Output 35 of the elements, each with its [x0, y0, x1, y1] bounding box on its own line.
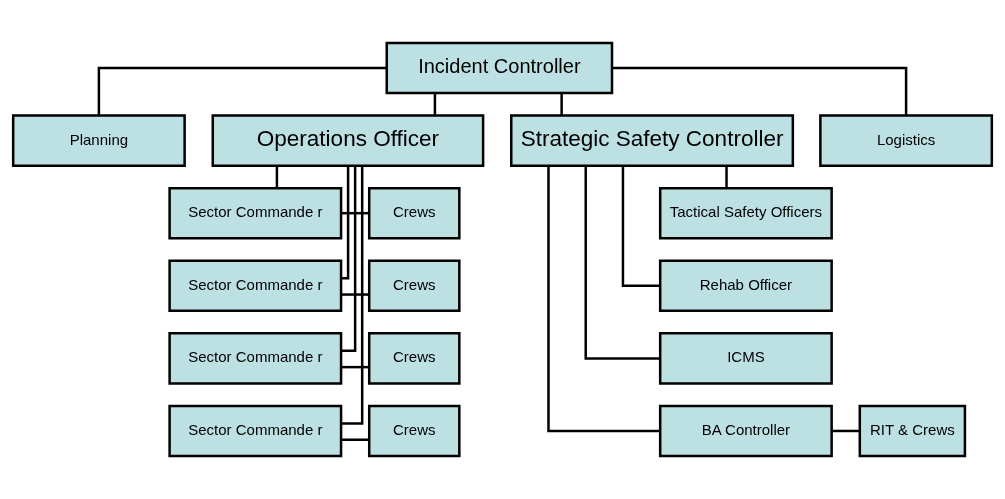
connector	[341, 438, 369, 441]
node-box: Crews	[367, 404, 461, 458]
node-box: ICMS	[658, 332, 833, 385]
connector	[725, 166, 728, 188]
connector	[341, 211, 369, 215]
node-box: BA Controller	[658, 404, 833, 458]
node-box: Sector Commande r	[168, 404, 343, 458]
connector	[275, 166, 279, 188]
node-box: Incident Controller	[385, 41, 614, 95]
node-box: Sector Commande r	[168, 259, 343, 313]
connector	[433, 93, 437, 116]
connector	[612, 66, 908, 116]
connector	[341, 165, 364, 425]
node-box: RIT & Crews	[858, 404, 967, 458]
connector	[560, 93, 563, 116]
connector	[341, 166, 357, 353]
connector	[584, 166, 660, 360]
connector	[341, 365, 369, 369]
node-box: Sector Commande r	[168, 186, 343, 240]
node-box: Operations Officer	[211, 114, 485, 167]
node-box: Strategic Safety Controller	[510, 114, 795, 167]
node-box: Rehab Officer	[658, 259, 833, 313]
connector	[341, 165, 350, 280]
connector	[832, 429, 860, 433]
connector	[621, 165, 661, 288]
connector	[97, 66, 387, 116]
connector	[547, 165, 660, 433]
connector	[341, 293, 369, 296]
node-box: Crews	[367, 332, 461, 385]
node-box: Crews	[367, 259, 461, 313]
node-box: Crews	[367, 186, 461, 240]
node-box: Logistics	[819, 114, 994, 167]
node-box: Tactical Safety Officers	[658, 186, 833, 240]
node-box: Sector Commande r	[168, 332, 343, 385]
node-box: Planning	[11, 114, 186, 167]
